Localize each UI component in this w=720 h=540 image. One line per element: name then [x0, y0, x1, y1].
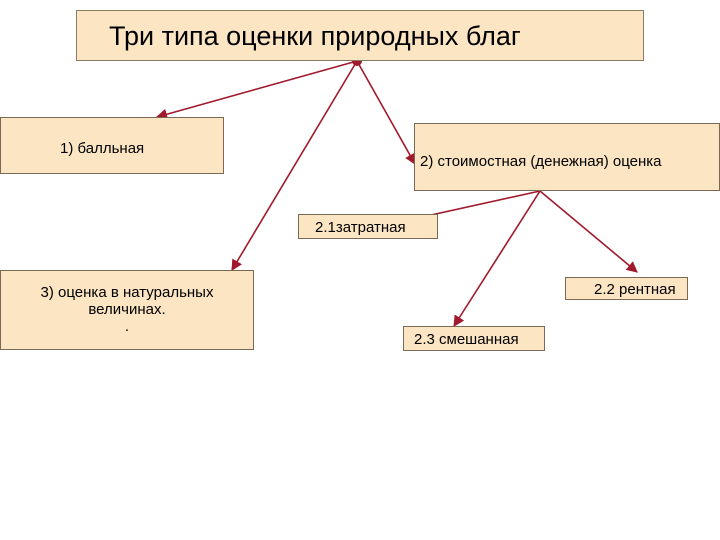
arrow-to-type2-3	[453, 190, 541, 327]
arrow-to-type2	[356, 60, 416, 165]
node-type3-line-1: 3) оценка в натуральных	[40, 284, 214, 301]
node-type2-2-label: 2.2 рентная	[594, 281, 676, 298]
title-box: Три типа оценки природных благ	[76, 10, 644, 61]
arrow-to-type1	[155, 60, 358, 120]
node-type2-3: 2.3 смешанная	[403, 326, 545, 351]
node-type2-1: 2.1затратная	[298, 214, 438, 239]
node-type2: 2) стоимостная (денежная) оценка	[414, 123, 720, 191]
node-type2-1-label: 2.1затратная	[315, 219, 406, 236]
node-type2-label: 2) стоимостная (денежная) оценка	[420, 153, 662, 170]
node-type1-label: 1) балльная	[60, 140, 145, 157]
node-type1: 1) балльная	[0, 117, 224, 174]
diagram-title: Три типа оценки природных благ	[109, 21, 521, 51]
node-type2-2: 2.2 рентная	[565, 277, 688, 300]
node-type2-3-label: 2.3 смешанная	[414, 331, 519, 348]
node-type3-line-2: величинах.	[88, 301, 166, 318]
arrow-to-type2-2	[539, 190, 638, 273]
node-type3-line-3: .	[124, 318, 130, 335]
arrow-to-type3	[231, 60, 358, 271]
node-type3: 3) оценка в натуральных величинах. .	[0, 270, 254, 350]
